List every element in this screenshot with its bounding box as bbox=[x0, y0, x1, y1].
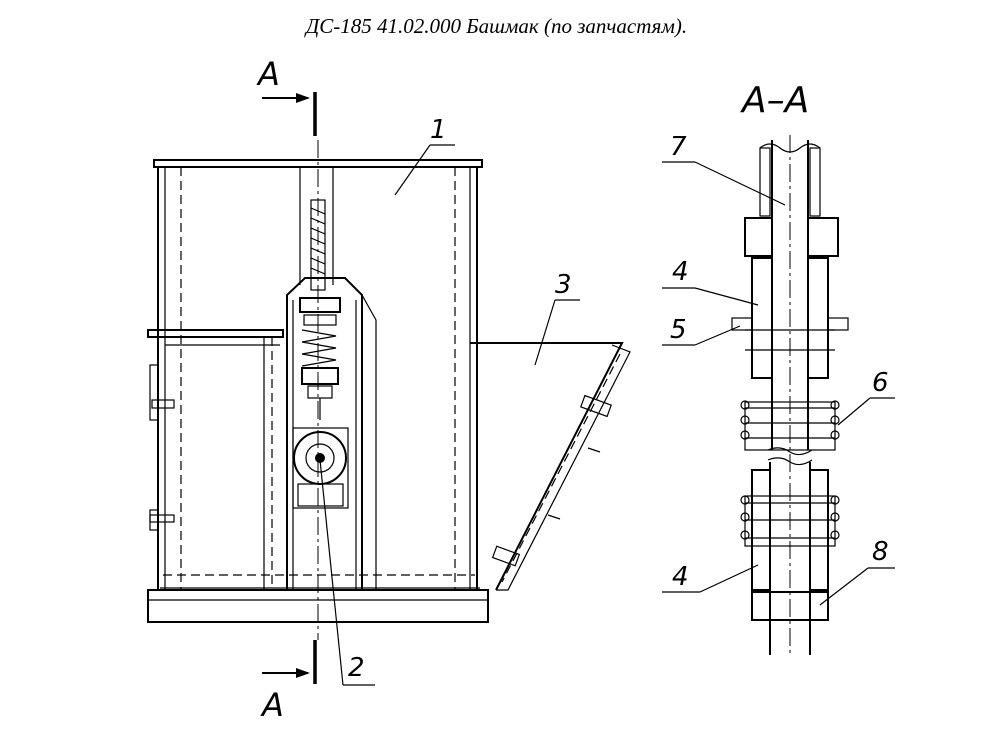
cut-label-bottom: А bbox=[260, 686, 284, 724]
tension-screw bbox=[310, 199, 326, 291]
cut-label-top: А bbox=[256, 55, 280, 93]
callout-2-label: 2 bbox=[348, 653, 365, 683]
coil-spring-lower bbox=[740, 495, 840, 547]
discharge-chute bbox=[470, 342, 631, 591]
spring-assembly bbox=[299, 297, 341, 420]
callout-5-label: 5 bbox=[670, 315, 687, 345]
left-latches bbox=[149, 364, 175, 531]
callout-3-label: 3 bbox=[555, 270, 572, 300]
bushing-upper bbox=[731, 257, 849, 379]
callout-1: 1 bbox=[394, 115, 455, 196]
base-plate bbox=[147, 589, 489, 623]
housing-body bbox=[157, 167, 480, 590]
callout-5: 5 bbox=[662, 315, 741, 346]
callout-4-lower-label: 4 bbox=[672, 562, 689, 592]
upper-block-right bbox=[807, 217, 839, 257]
callout-4-upper-label: 4 bbox=[672, 257, 689, 287]
top-flange bbox=[153, 159, 483, 168]
callout-2: 2 bbox=[319, 459, 375, 686]
callout-6-label: 6 bbox=[872, 368, 889, 398]
bracket-housing bbox=[286, 277, 377, 590]
callout-1-label: 1 bbox=[430, 115, 447, 145]
middle-shelf bbox=[147, 329, 284, 338]
callout-7: 7 bbox=[662, 132, 786, 206]
callout-7-label: 7 bbox=[670, 132, 687, 162]
section-view-label: А–А bbox=[740, 80, 809, 121]
section-view: А–А bbox=[662, 80, 895, 655]
callout-4-lower: 4 bbox=[662, 562, 759, 593]
drawing-title: ДС-185 41.02.000 Башмак (по запчастям). bbox=[305, 14, 688, 38]
lower-sleeve bbox=[751, 591, 829, 621]
lower-shaft bbox=[751, 462, 829, 655]
section-cut-bottom: А bbox=[260, 640, 317, 724]
callout-8-label: 8 bbox=[872, 537, 889, 567]
front-view: А А bbox=[147, 55, 631, 724]
coil-spring-upper bbox=[740, 400, 840, 451]
section-cut-top: А bbox=[256, 55, 317, 136]
callout-8: 8 bbox=[819, 537, 895, 606]
callout-3: 3 bbox=[534, 270, 580, 366]
tension-pulley bbox=[292, 427, 349, 509]
callout-4-upper: 4 bbox=[662, 257, 759, 306]
callout-6: 6 bbox=[837, 368, 895, 426]
upper-block-left bbox=[744, 217, 773, 257]
